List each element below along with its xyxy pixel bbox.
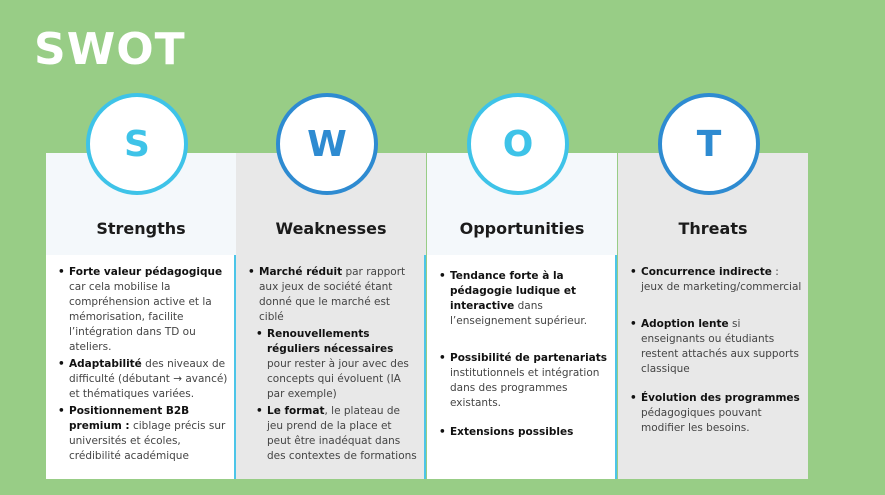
weaknesses-title: Weaknesses	[275, 219, 387, 238]
strengths-letter-circle: S	[86, 93, 188, 195]
list-item: Tendance forte à la pédagogie ludique et…	[437, 269, 609, 329]
weaknesses-letter-circle: W	[276, 93, 378, 195]
list-item: Renouvellements réguliers nécessaires po…	[254, 327, 418, 402]
opportunities-letter-circle: O	[467, 93, 569, 195]
strengths-body: Forte valeur pédagogique car cela mobili…	[46, 255, 236, 479]
weaknesses-column: W Weaknesses Marché réduit par rapport a…	[236, 93, 426, 479]
weaknesses-header: W Weaknesses	[236, 93, 426, 255]
opportunities-title: Opportunities	[459, 219, 585, 238]
page-title: SWOT	[34, 24, 186, 75]
list-item: Adaptabilité des niveaux de difficulté (…	[56, 357, 228, 402]
threats-title: Threats	[678, 219, 748, 238]
strengths-header: S Strengths	[46, 93, 236, 255]
strengths-title: Strengths	[96, 219, 186, 238]
weaknesses-list: Marché réduit par rapport aux jeux de so…	[246, 265, 418, 466]
list-item: Évolution des programmes pédagogiques po…	[628, 391, 802, 436]
list-item: Positionnement B2B premium : ciblage pré…	[56, 404, 228, 464]
list-item: Marché réduit par rapport aux jeux de so…	[246, 265, 418, 325]
strengths-column: S Strengths Forte valeur pédagogique car…	[46, 93, 236, 479]
list-item: Forte valeur pédagogique car cela mobili…	[56, 265, 228, 355]
list-item: Adoption lente si enseignants ou étudian…	[628, 317, 802, 377]
weaknesses-body: Marché réduit par rapport aux jeux de so…	[236, 255, 426, 479]
threats-column: T Threats Concurrence indirecte : jeux d…	[618, 93, 808, 479]
list-item: Le format, le plateau de jeu prend de la…	[254, 404, 418, 464]
threats-letter-circle: T	[658, 93, 760, 195]
swot-board: S Strengths Forte valeur pédagogique car…	[46, 93, 808, 479]
threats-list: Concurrence indirecte : jeux de marketin…	[628, 265, 802, 438]
threats-header: T Threats	[618, 93, 808, 255]
threats-body: Concurrence indirecte : jeux de marketin…	[618, 255, 808, 479]
list-item: Extensions possibles	[437, 425, 609, 440]
opportunities-list: Tendance forte à la pédagogie ludique et…	[437, 269, 609, 442]
opportunities-column: O Opportunities Tendance forte à la péda…	[427, 93, 617, 479]
opportunities-header: O Opportunities	[427, 93, 617, 255]
list-item: Concurrence indirecte : jeux de marketin…	[628, 265, 802, 295]
opportunities-body: Tendance forte à la pédagogie ludique et…	[427, 255, 617, 479]
list-item: Possibilité de partenariats institutionn…	[437, 351, 609, 411]
strengths-list: Forte valeur pédagogique car cela mobili…	[56, 265, 228, 466]
